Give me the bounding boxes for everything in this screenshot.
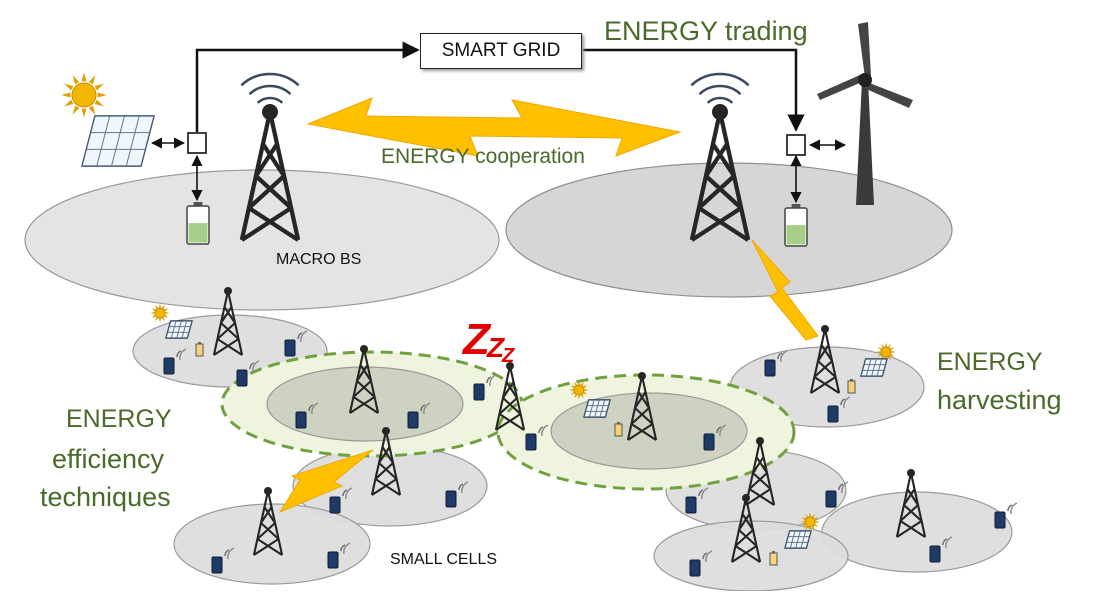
sleep-z-small: Z bbox=[502, 345, 515, 367]
mobile-device-icon-8 bbox=[703, 424, 727, 451]
small-solar-panel-3-icon bbox=[860, 358, 888, 377]
smart-grid-box: SMART GRID bbox=[420, 33, 582, 69]
macro-cell-left bbox=[24, 169, 500, 311]
small-battery-4-icon bbox=[769, 551, 778, 566]
small-sun-2-icon bbox=[569, 380, 589, 400]
small-tower-top-left-icon bbox=[212, 287, 244, 356]
sun-icon bbox=[61, 72, 107, 118]
energy-harvesting-label-line1: ENERGY bbox=[937, 348, 1043, 376]
mobile-device-icon-12 bbox=[445, 481, 469, 508]
energy-trading-label: ENERGY trading bbox=[604, 16, 808, 46]
energy-efficiency-label-line2: efficiency bbox=[52, 444, 165, 474]
small-tower-bottom-right-b-icon bbox=[895, 469, 927, 538]
mobile-device-icon-2 bbox=[236, 360, 260, 387]
mobile-device-icon-7 bbox=[525, 424, 549, 451]
energy-harvest-bolt-icon bbox=[751, 239, 819, 341]
mobile-device-icon-17 bbox=[994, 502, 1018, 529]
mobile-device-icon-4 bbox=[295, 402, 319, 429]
mobile-device-icon-19 bbox=[689, 550, 713, 577]
sleep-z-medium: Z bbox=[487, 332, 505, 363]
junction-node-left bbox=[187, 132, 207, 154]
solar-panel-icon bbox=[81, 115, 155, 167]
energy-efficiency-label-line3: techniques bbox=[40, 482, 171, 512]
small-cells-label: SMALL CELLS bbox=[390, 551, 498, 568]
junction-node-right bbox=[786, 134, 806, 156]
mobile-device-icon-18 bbox=[929, 536, 953, 563]
macro-tower-right-icon bbox=[689, 72, 751, 242]
energy-cooperation-bolt-icon bbox=[306, 97, 682, 157]
energy-harvesting-label-line2: harvesting bbox=[937, 385, 1062, 415]
wires-layer bbox=[150, 41, 847, 204]
objects-layer bbox=[61, 22, 1018, 577]
small-battery-1-icon bbox=[195, 342, 204, 357]
mobile-device-icon-10 bbox=[827, 396, 851, 423]
small-sun-3-icon bbox=[876, 342, 896, 362]
battery-right-icon bbox=[784, 204, 808, 247]
small-sun-4-icon bbox=[800, 512, 820, 532]
small-tower-bottom-right-a-icon bbox=[744, 437, 776, 506]
macro-tower-left-icon bbox=[239, 72, 301, 242]
sleep-z-large: Z bbox=[463, 315, 490, 364]
mobile-device-icon-16 bbox=[825, 481, 849, 508]
small-battery-3-icon bbox=[847, 379, 856, 394]
cells-layer bbox=[24, 162, 1013, 592]
energy-transfer-bolt-icon bbox=[278, 449, 374, 514]
battery-left-icon bbox=[186, 202, 210, 245]
small-tower-bottom-right-c-icon bbox=[730, 494, 762, 563]
small-battery-2-icon bbox=[614, 422, 623, 437]
small-tower-bottom-mid-icon bbox=[370, 427, 402, 496]
small-solar-panel-4-icon bbox=[784, 530, 812, 549]
mobile-device-icon-13 bbox=[211, 547, 235, 574]
small-sun-1-icon bbox=[150, 303, 170, 323]
small-tower-inner-right-icon bbox=[626, 372, 658, 441]
small-solar-panel-2-icon bbox=[583, 399, 611, 418]
mobile-device-icon-15 bbox=[685, 487, 709, 514]
mobile-device-icon-9 bbox=[764, 350, 788, 377]
wire-grid-right bbox=[583, 48, 805, 132]
smart-grid-label: SMART GRID bbox=[441, 40, 561, 61]
small-solar-panel-1-icon bbox=[165, 320, 193, 339]
mobile-device-icon-11 bbox=[329, 487, 353, 514]
mobile-device-icon-3 bbox=[284, 330, 308, 357]
macro-bs-label: MACRO BS bbox=[276, 251, 362, 268]
small-tower-sleeping-icon bbox=[494, 362, 526, 431]
mobile-device-icon-1 bbox=[163, 348, 187, 375]
wire-grid-left bbox=[195, 41, 420, 132]
mobile-device-icon-6 bbox=[473, 374, 497, 401]
energy-efficiency-label-line1: ENERGY bbox=[66, 405, 172, 433]
wind-turbine-icon bbox=[817, 22, 913, 205]
small-tower-inner-left-icon bbox=[348, 345, 380, 414]
energy-cooperation-label: ENERGY cooperation bbox=[381, 145, 585, 168]
small-tower-right-icon bbox=[809, 325, 841, 394]
mobile-device-icon-5 bbox=[407, 402, 431, 429]
small-tower-bottom-left-icon bbox=[252, 487, 284, 556]
mobile-device-icon-14 bbox=[327, 542, 351, 569]
